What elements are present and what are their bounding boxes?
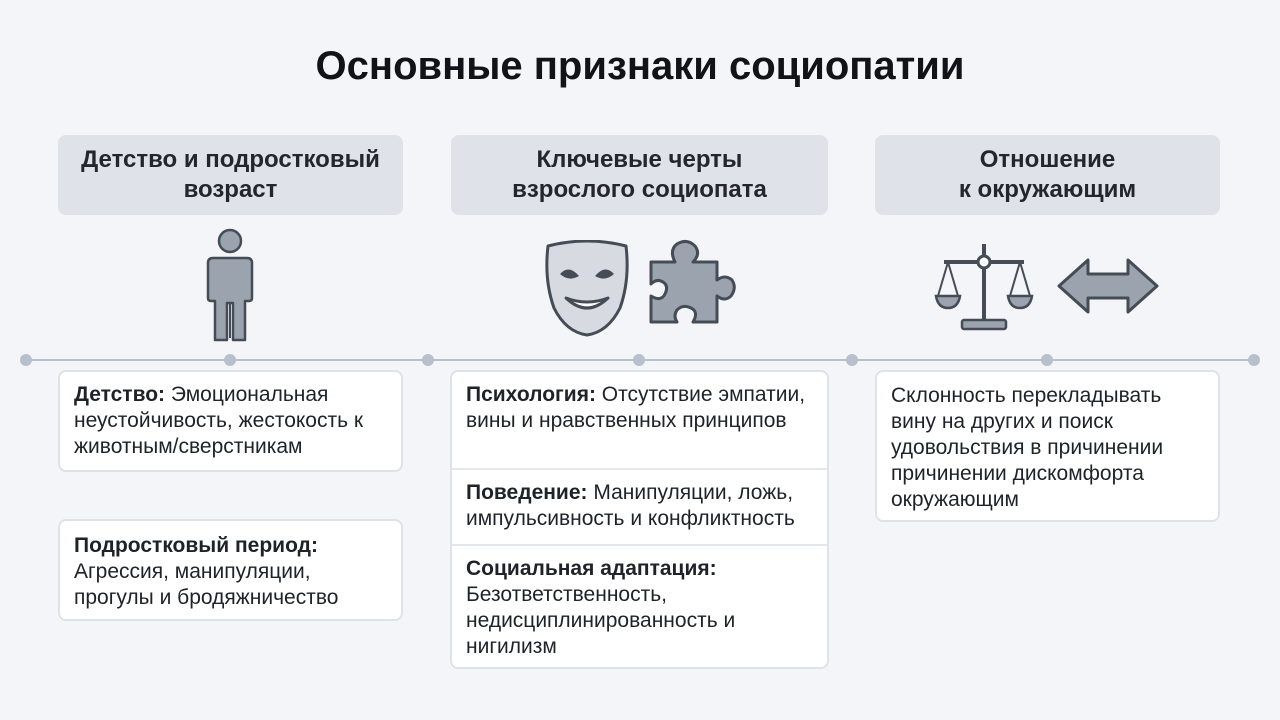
- segment-text: Отсутствие эмпатии, вины и нравственных …: [466, 383, 806, 432]
- header-adult-traits-label: Ключевые черты взрослого социопата: [512, 146, 767, 203]
- timeline-dot: [1248, 354, 1260, 366]
- header-childhood: Детство и подростковый возраст: [58, 135, 403, 215]
- segment-text: Безответственность, недисциплинированнос…: [466, 583, 736, 658]
- card-adult-traits: Психология: Отсутствие эмпатии, вины и н…: [450, 370, 829, 669]
- card-label: Детство:: [74, 383, 166, 406]
- segment-label: Психология:: [466, 383, 596, 406]
- timeline-dot: [846, 354, 858, 366]
- timeline-dot: [1041, 354, 1053, 366]
- card-childhood: Детство: Эмоциональная неустойчивость, ж…: [58, 370, 403, 472]
- header-attitude-label: Отношение к окружающим: [958, 146, 1137, 203]
- card-attitude: Склонность перекладывать вину на других …: [875, 370, 1220, 522]
- header-attitude: Отношение к окружающим: [875, 135, 1220, 215]
- header-adult-traits: Ключевые черты взрослого социопата: [451, 135, 828, 215]
- card-label: Подростковый период:: [74, 534, 318, 557]
- timeline-dot: [422, 354, 434, 366]
- card-adolescence: Подростковый период: Агрессия, манипуляц…: [58, 519, 403, 621]
- segment-label: Социальная адаптация:: [466, 557, 717, 580]
- timeline-dot: [224, 354, 236, 366]
- header-childhood-label: Детство и подростковый возраст: [81, 146, 380, 203]
- person-icon: [206, 228, 254, 342]
- segment-label: Поведение:: [466, 481, 588, 504]
- card-text: Агрессия, манипуляции, прогулы и бродяжн…: [74, 560, 339, 609]
- scales-icon: [934, 244, 1034, 331]
- card-text: Эмоциональная неустойчивость, жестокость…: [74, 383, 364, 458]
- mask-icon: [545, 240, 629, 337]
- double-arrow-icon: [1057, 258, 1159, 314]
- card-text: Склонность перекладывать вину на других …: [891, 384, 1164, 511]
- timeline-dot: [20, 354, 32, 366]
- segment-text: Манипуляции, ложь, импульсивность и конф…: [466, 481, 795, 530]
- puzzle-piece-icon: [649, 239, 736, 324]
- page-title: Основные признаки социопатии: [315, 44, 965, 88]
- timeline-dot: [633, 354, 645, 366]
